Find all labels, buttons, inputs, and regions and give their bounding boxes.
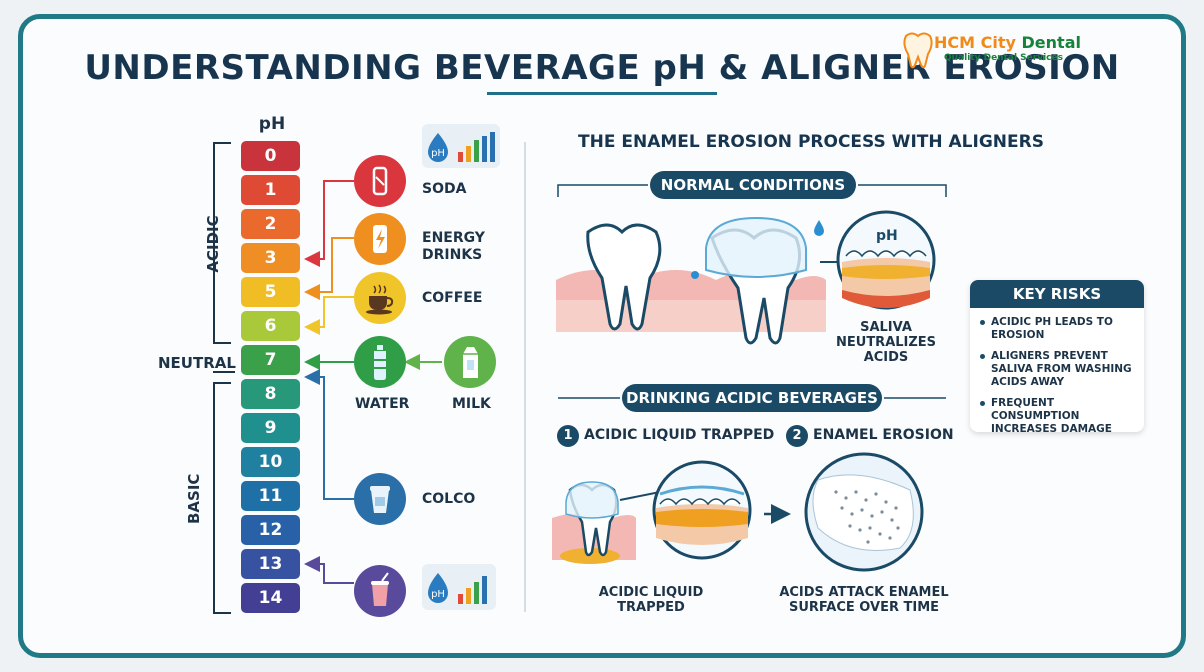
risk-item: FREQUENT CONSUMPTION INCREASES DAMAGE xyxy=(980,397,1136,432)
acidic-label: ACIDIC xyxy=(204,215,222,273)
section-divider xyxy=(524,142,526,612)
ph-level-11: 11 xyxy=(241,481,300,511)
coffee-cup-icon xyxy=(354,272,406,324)
ph-level-0: 0 xyxy=(241,141,300,171)
key-risks-list: ACIDIC PH LEADS TO EROSION ALIGNERS PREV… xyxy=(970,308,1144,432)
ph-level-12: 12 xyxy=(241,515,300,545)
risk-item: ACIDIC PH LEADS TO EROSION xyxy=(980,316,1136,342)
water-label: WATER xyxy=(355,396,410,412)
ph-level-1: 1 xyxy=(241,175,300,205)
magnifier-ph-label: pH xyxy=(876,228,898,244)
ph-meter-icon-2: pH xyxy=(422,564,496,610)
svg-text:pH: pH xyxy=(431,148,445,159)
step-1-caption: ACIDIC LIQUID TRAPPED xyxy=(598,585,704,615)
step-1-label: ACIDIC LIQUID TRAPPED xyxy=(584,427,775,443)
key-risks-title: KEY RISKS xyxy=(970,280,1144,308)
ph-level-9: 9 xyxy=(241,413,300,443)
ph-level-5: 5 xyxy=(241,277,300,307)
ph-level-3: 3 xyxy=(241,243,300,273)
ph-level-13: 13 xyxy=(241,549,300,579)
title-underline xyxy=(487,92,717,95)
logo-tagline: Quality Dental Services xyxy=(944,53,1063,63)
water-bottle-icon xyxy=(354,336,406,388)
basic-label: BASIC xyxy=(185,473,203,524)
normal-conditions-pill: NORMAL CONDITIONS xyxy=(650,171,856,199)
milk-carton-icon xyxy=(444,336,496,388)
ph-level-14: 14 xyxy=(241,583,300,613)
ph-level-6: 6 xyxy=(241,311,300,341)
soda-can-icon xyxy=(354,155,406,207)
saliva-caption: SALIVA NEUTRALIZES ACIDS xyxy=(836,320,937,365)
soda-label: SODA xyxy=(422,181,467,197)
logo-name-part1: HCM City xyxy=(934,33,1016,52)
ph-level-8: 8 xyxy=(241,379,300,409)
neutral-label: NEUTRAL xyxy=(158,354,236,372)
step-2-caption: ACIDS ATTACK ENAMEL SURFACE OVER TIME xyxy=(779,585,949,615)
cup-icon xyxy=(354,473,406,525)
energy-drinks-label: ENERGY DRINKS xyxy=(422,230,485,263)
ph-scale-header: pH xyxy=(258,114,286,134)
ph-level-10: 10 xyxy=(241,447,300,477)
milk-label: MILK xyxy=(452,396,491,412)
acidic-beverages-pill: DRINKING ACIDIC BEVERAGES xyxy=(622,384,882,412)
step-2-label: ENAMEL EROSION xyxy=(813,427,954,443)
ph-level-7: 7 xyxy=(241,345,300,375)
step-1-badge: 1 xyxy=(557,425,579,447)
drink-cup-icon xyxy=(354,565,406,617)
coffee-label: COFFEE xyxy=(422,290,483,306)
risk-item: ALIGNERS PREVENT SALIVA FROM WASHING ACI… xyxy=(980,350,1136,389)
key-risks-card: KEY RISKS ACIDIC PH LEADS TO EROSION ALI… xyxy=(970,280,1144,432)
process-title: THE ENAMEL EROSION PROCESS WITH ALIGNERS xyxy=(578,132,1044,152)
svg-text:pH: pH xyxy=(431,589,445,600)
colco-label: COLCO xyxy=(422,491,476,507)
ph-level-2: 2 xyxy=(241,209,300,239)
page-title: UNDERSTANDING BEVERAGE pH & ALIGNER EROS… xyxy=(84,48,1120,88)
energy-drink-icon xyxy=(354,213,406,265)
logo-name-part2: Dental xyxy=(1021,33,1081,52)
ph-meter-icon: pH xyxy=(422,124,500,168)
logo-name: HCM City Dental xyxy=(934,33,1081,52)
step-2-badge: 2 xyxy=(786,425,808,447)
